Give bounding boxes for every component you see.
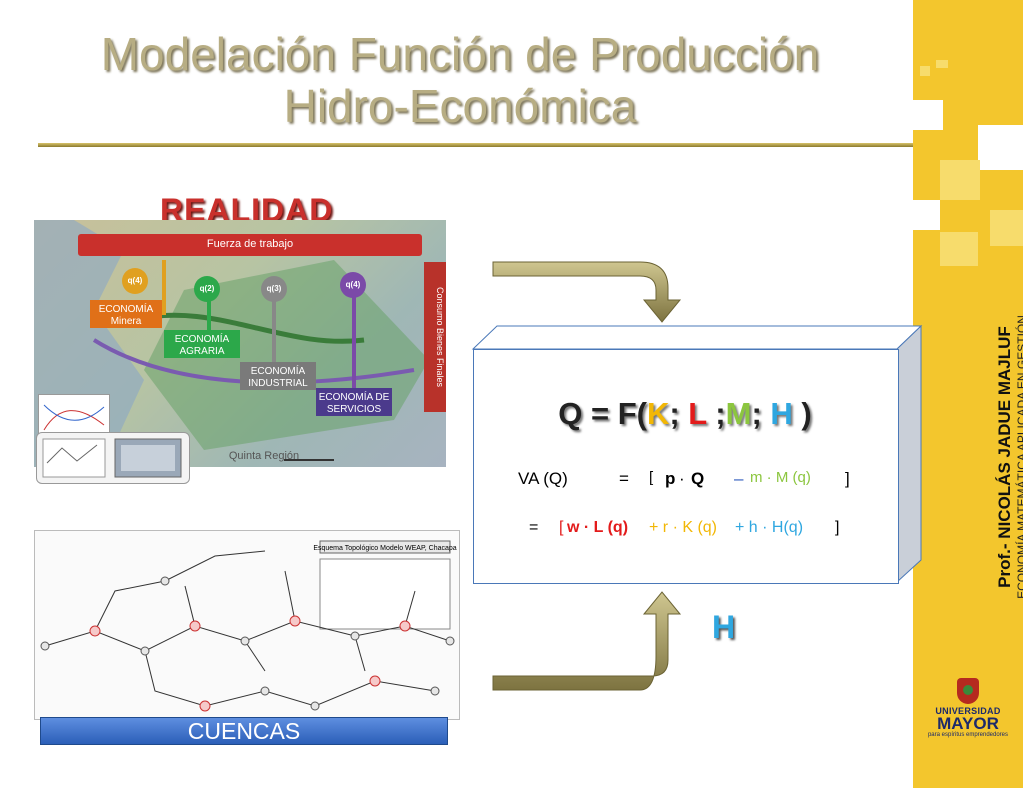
deco-square [940,160,980,200]
watershed-network-image: Esquema Topológico Modelo WEAP, Chacapa [34,530,460,720]
maps-thumbnail [36,432,190,484]
box-mineria: ECONOMÍA Minera [90,300,162,328]
eq-sep1: ; [669,396,689,431]
va-dot: · [679,469,685,488]
va-equals: = [619,469,629,488]
h-label: H [712,609,736,645]
node-circle: q(3) [261,276,287,302]
diagram-side-bar: Consumo Bienes Finales [424,262,446,412]
maps-thumb-svg [42,438,182,478]
cost-close: ] [835,519,840,536]
univ-small: UNIVERSIDAD [935,706,1001,716]
deco-square [978,125,1023,170]
chart-thumb-svg [43,404,105,431]
network-svg: Esquema Topológico Modelo WEAP, Chacapa [40,540,457,712]
box-agraria: ECONOMÍA AGRARIA [164,330,240,358]
deco-square [913,200,940,230]
legend-title: Esquema Topológico Modelo WEAP, Chacapa [313,545,456,552]
arrow-top-icon [492,261,682,323]
equation-box [473,349,899,584]
va-open: [ [649,469,654,486]
va-p: p [665,469,676,488]
va-left: VA (Q) [518,469,568,488]
diagram-banner: Fuerza de trabajo [78,234,422,256]
eq-h: H [770,396,793,431]
slide-title: Modelación Función de Producción Hidro-E… [30,28,890,132]
professor-name: Prof.- NICOLÁS JADUE MAJLUF [995,326,1014,588]
professor-subtitle: ECONOMÍA MATEMÁTICA APLICADA EN GESTIÓN [1015,315,1023,599]
eq-l: L [688,396,707,431]
univ-tagline: para espíritus emprendedores [927,732,1009,738]
eq-sep3: ; [751,396,771,431]
university-logo: UNIVERSIDAD MAYOR para espíritus emprend… [922,678,1014,738]
cuencas-label: CUENCAS [40,717,448,745]
va-close: ] [845,469,850,488]
cost-equals: = [529,519,539,536]
node-circle: q(2) [194,276,220,302]
deco-square [940,232,978,266]
cost-r: + r · K (q) [649,519,718,536]
box-industrial: ECONOMÍA INDUSTRIAL [240,362,316,390]
title-underline [38,143,913,147]
deco-square [920,66,930,76]
deco-square [913,100,943,130]
region-label: Quinta Región [228,450,300,462]
title-line-2: Hidro-Económica [283,80,637,132]
va-m: m · M (q) [750,469,811,486]
va-minus: – [734,469,744,488]
crest-icon [957,678,979,704]
node-circle: q(4) [340,272,366,298]
title-line-1: Modelación Función de Producción [100,28,820,80]
cost-w: w · L (q) [567,519,629,536]
box-top-face [471,325,923,350]
cost-open: [ [559,519,564,536]
va-q: Q [691,469,705,488]
univ-big: MAYOR [937,714,999,733]
eq-sep2: ; [706,396,726,431]
cost-h: + h · H(q) [735,519,804,536]
node-circle: q(4) [122,268,148,294]
eq-m: M [725,396,752,431]
deco-square [936,60,948,68]
box-servicios: ECONOMÍA DE SERVICIOS [316,388,392,416]
arrow-bottom-icon [492,591,682,691]
deco-square [990,210,1023,246]
eq-close: ) [792,396,812,431]
eq-k: K [646,396,670,431]
professor-credit: Prof.- NICOLÁS JADUE MAJLUF ECONOMÍA MAT… [995,307,1023,607]
chart-thumbnail [38,394,110,438]
eq-q-prefix: Q = F( [558,396,647,431]
production-function: Q = F(K; L ;M; H ) [473,396,897,432]
